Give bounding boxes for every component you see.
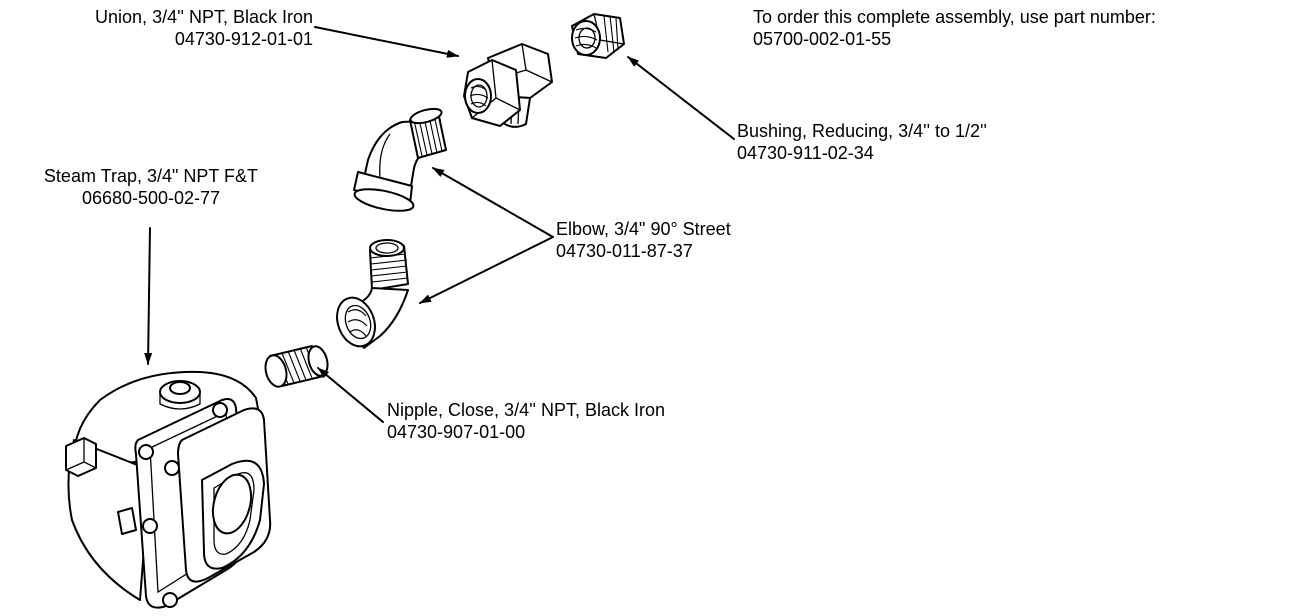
leader-lines [144, 26, 735, 423]
nipple-drawing [264, 345, 329, 388]
bushing-label: Bushing, Reducing, 3/4'' to 1/2'' [737, 121, 987, 141]
elbow-part-number: 04730-011-87-37 [556, 241, 693, 261]
lower-elbow-drawing [336, 239, 409, 349]
trap-callout: Steam Trap, 3/4" NPT F&T 06680-500-02-77 [4, 165, 298, 209]
union-label: Union, 3/4'' NPT, Black Iron [95, 7, 313, 27]
elbow-leader-lower [419, 236, 554, 304]
order-part-number: 05700-002-01-55 [753, 29, 892, 49]
order-note-text: To order this complete assembly, use par… [753, 7, 1156, 27]
trap-leader [144, 227, 153, 365]
elbow-callout: Elbow, 3/4" 90° Street 04730-011-87-37 [556, 218, 731, 262]
steam-trap-drawing [65, 370, 272, 609]
union-part-number: 04730-912-01-01 [174, 29, 313, 49]
nipple-callout: Nipple, Close, 3/4'' NPT, Black Iron 047… [387, 399, 665, 443]
bushing-leader [627, 56, 735, 140]
trap-part-number: 06680-500-02-77 [81, 188, 221, 208]
bushing-callout: Bushing, Reducing, 3/4'' to 1/2'' 04730-… [737, 120, 987, 164]
union-callout: Union, 3/4'' NPT, Black Iron 04730-912-0… [0, 6, 313, 50]
union-leader [314, 26, 459, 58]
nipple-label: Nipple, Close, 3/4'' NPT, Black Iron [387, 400, 665, 420]
elbow-label: Elbow, 3/4" 90° Street [556, 219, 731, 239]
bushing-drawing [571, 13, 625, 59]
nipple-part-number: 04730-907-01-00 [387, 422, 526, 442]
bushing-part-number: 04730-911-02-34 [737, 143, 874, 163]
trap-label: Steam Trap, 3/4" NPT F&T [43, 166, 259, 186]
union-drawing [463, 43, 553, 128]
order-note: To order this complete assembly, use par… [753, 6, 1156, 50]
elbow-leader-upper [432, 167, 554, 238]
upper-elbow-drawing [353, 107, 447, 212]
nipple-leader [317, 367, 384, 423]
